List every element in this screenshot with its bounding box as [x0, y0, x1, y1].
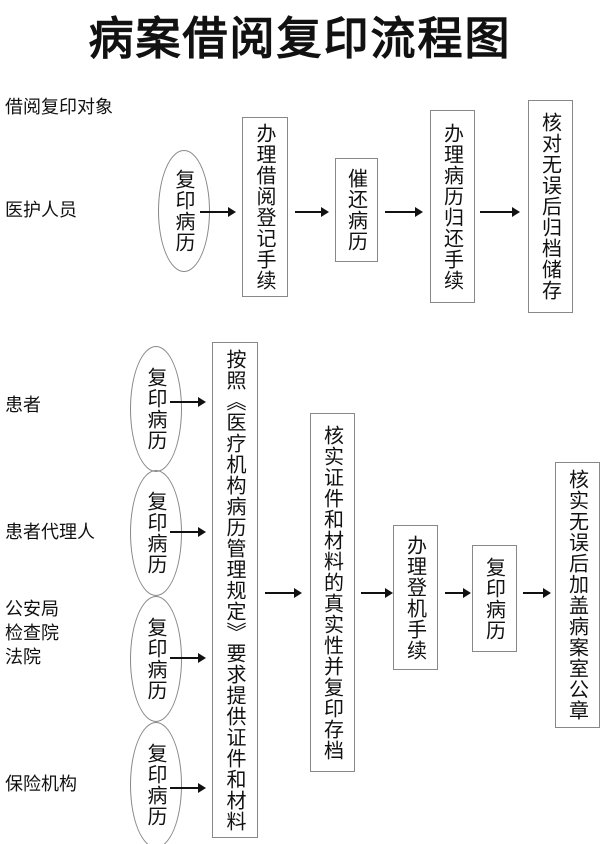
arrow	[523, 588, 551, 598]
node-text: 按照《医疗机构病历管理规定》要求提供证件和材料	[223, 348, 247, 832]
step-box-verify: 核实证件和材料的真实性并复印存档	[310, 413, 355, 772]
node-text: 办理病历归还手续	[440, 122, 465, 291]
node-text: 复印病历	[144, 617, 168, 701]
step-box-requirements: 按照《医疗机构病历管理规定》要求提供证件和材料	[212, 342, 258, 838]
start-ellipse: 复印病历	[130, 596, 182, 722]
node-text: 复印病历	[482, 556, 507, 641]
node-text: 复印病历	[144, 743, 168, 827]
arrow	[170, 653, 206, 663]
node-text: 复印病历	[144, 491, 168, 575]
node-text: 办理借阅登记手续	[253, 123, 277, 291]
node-text: 核实证件和材料的真实性并复印存档	[320, 424, 345, 761]
arrow	[385, 207, 423, 217]
step-box-seal: 核实无误后加盖病案室公章	[555, 462, 600, 728]
subject-label: 患者代理人	[5, 522, 95, 543]
arrow	[445, 588, 471, 598]
arrow	[200, 207, 236, 217]
subject-label: 患者	[5, 395, 41, 416]
page-title: 病案借阅复印流程图	[88, 12, 512, 65]
node-text: 催还病历	[344, 168, 369, 252]
arrow	[265, 588, 302, 598]
arrow	[361, 588, 393, 598]
arrow	[170, 527, 206, 537]
step-box-register: 办理登机手续	[393, 525, 438, 670]
node-text: 核实无误后加盖病案室公章	[565, 469, 590, 721]
arrow	[170, 783, 206, 793]
node-text: 办理登机手续	[403, 534, 428, 661]
arrow	[295, 207, 329, 217]
start-ellipse: 复印病历	[130, 346, 182, 472]
step-box: 核对无误后归档储存	[528, 100, 573, 313]
arrow	[170, 397, 206, 407]
step-box: 办理借阅登记手续	[242, 117, 288, 297]
step-box-copy: 复印病历	[472, 545, 517, 652]
subject-label: 保险机构	[5, 774, 77, 795]
step-box: 催还病历	[335, 158, 378, 262]
start-ellipse: 复印病历	[130, 722, 182, 844]
node-text: 复印病历	[144, 367, 168, 451]
start-ellipse: 复印病历	[130, 470, 182, 596]
node-text: 复印病历	[172, 169, 196, 253]
arrow	[480, 207, 520, 217]
node-text: 核对无误后归档储存	[538, 112, 563, 301]
subject-label-medical-staff: 医护人员	[5, 200, 77, 221]
section-heading: 借阅复印对象	[5, 97, 113, 118]
step-box: 办理病历归还手续	[430, 110, 475, 303]
subject-label: 公安局 检查院 法院	[5, 599, 59, 668]
